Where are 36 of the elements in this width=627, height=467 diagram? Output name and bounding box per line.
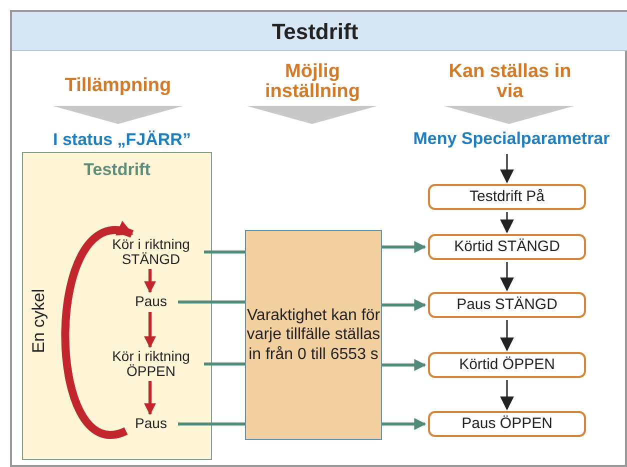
menu-item-box: Körtid STÄNGD (428, 234, 586, 260)
arrow (382, 299, 426, 311)
arrow (144, 312, 156, 348)
arrow (382, 418, 426, 430)
menu-item-box: Paus ÖPPEN (428, 411, 586, 437)
arrow (144, 269, 156, 294)
connector-line (178, 300, 245, 304)
arrow (382, 241, 426, 253)
group-box (22, 152, 212, 460)
column-heading: Tillämpning (64, 76, 172, 96)
connector-line (178, 422, 245, 426)
cycle-label: En cykel (29, 288, 49, 356)
connector-line (204, 362, 245, 366)
group-title: Testdrift (82, 161, 152, 179)
arrow (382, 359, 426, 371)
arrow (144, 381, 156, 416)
arrow (500, 154, 514, 184)
status-heading: I status „FJÄRR” (52, 131, 192, 149)
menu-item-box: Körtid ÖPPEN (428, 352, 586, 378)
arrow (500, 262, 514, 292)
step-text: Kör i riktning STÄNGD (103, 237, 199, 269)
column-heading: Möjlig inställning (264, 62, 361, 102)
arrow (500, 380, 514, 410)
menu-item-box: Testdrift På (428, 184, 586, 210)
column-heading: Kan ställas in via (448, 62, 572, 102)
menu-item-box: Paus STÄNGD (428, 292, 586, 318)
step-text: Paus (129, 294, 173, 312)
connector-line (204, 250, 245, 254)
menu-heading: Meny Specialparametrar (398, 130, 625, 152)
arrow (500, 212, 514, 234)
step-text: Kör i riktning ÖPPEN (103, 349, 199, 381)
title: Testdrift (270, 19, 360, 45)
arrow (500, 320, 514, 352)
arrow (61, 224, 134, 438)
step-text: Paus (129, 416, 173, 434)
process-box: Varaktighet kan för varje tillfälle ställas in från 0 till 6553 s (245, 230, 382, 440)
